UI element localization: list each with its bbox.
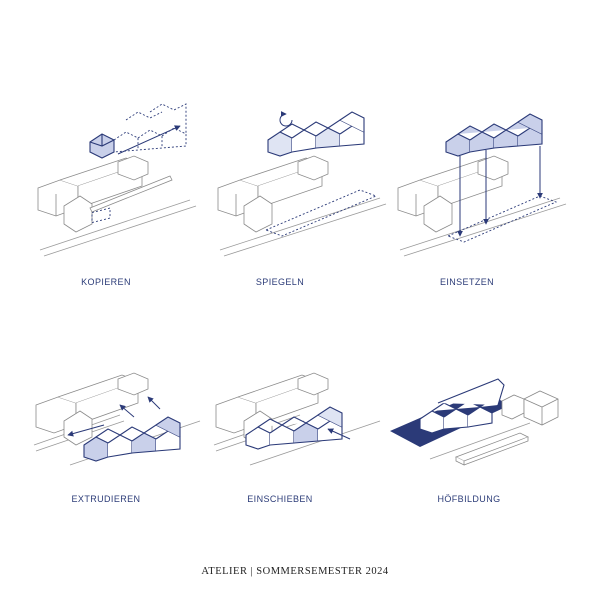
street-lines <box>399 197 567 257</box>
insert-arrows <box>457 146 543 237</box>
dashed-footprint <box>91 207 111 224</box>
existing-buildings <box>215 372 329 446</box>
existing-buildings <box>37 155 149 233</box>
dashed-footprint <box>446 195 558 243</box>
panel-extrudieren <box>33 372 201 466</box>
panel-einsetzen <box>397 113 567 257</box>
street-lines <box>39 199 197 257</box>
label-einschieben: EINSCHIEBEN <box>247 494 313 504</box>
mirrored-row <box>267 111 365 157</box>
label-kopieren: KOPIEREN <box>81 277 131 287</box>
existing-buildings <box>35 372 149 446</box>
copy-arrow <box>117 125 181 155</box>
street-lines <box>429 422 531 460</box>
insert-arrow <box>327 428 351 440</box>
highlight-building <box>89 133 115 159</box>
highlight-row <box>245 406 343 450</box>
panel-einschieben <box>213 372 381 466</box>
panel-spiegeln <box>217 111 387 257</box>
street-lines <box>219 197 387 257</box>
label-spiegeln: SPIEGELN <box>255 277 305 287</box>
rotate-icon <box>279 111 293 127</box>
label-extrudieren: EXTRUDIEREN <box>71 494 141 504</box>
long-bar <box>89 175 173 213</box>
dashed-footprint <box>264 189 378 237</box>
context-buildings <box>455 390 559 466</box>
extrude-arrows <box>67 396 161 437</box>
highlight-row <box>83 416 181 462</box>
highlight-row <box>445 113 543 157</box>
panel-kopieren <box>37 103 197 257</box>
existing-buildings <box>217 155 329 233</box>
label-hofbildung: HÖFBILDUNG <box>437 494 501 504</box>
footer-caption: ATELIER | SOMMERSEMESTER 2024 <box>201 566 389 577</box>
panel-hofbildung <box>390 378 559 466</box>
label-einsetzen: EINSETZEN <box>439 277 495 287</box>
courtyard-buildings <box>419 378 505 434</box>
